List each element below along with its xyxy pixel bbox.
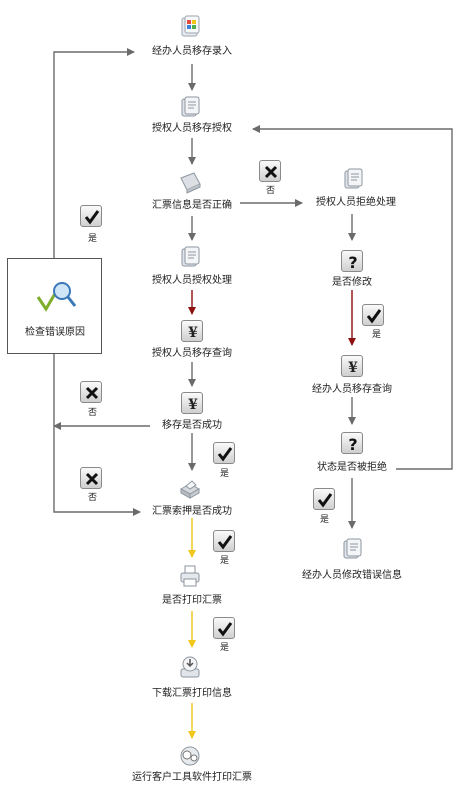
side-label: 检查错误原因 <box>25 327 85 338</box>
document-stack-icon <box>341 167 365 191</box>
n5-label: 授权人员移存查询 <box>152 348 232 359</box>
check-error-box: 检查错误原因 <box>7 258 102 354</box>
r4-label: 状态是否被拒绝 <box>317 462 387 473</box>
document-stack-icon <box>340 537 364 561</box>
document-stack-icon <box>178 15 202 39</box>
magnifier-check-icon <box>36 282 77 312</box>
r3-label: 经办人员移存查询 <box>312 384 392 395</box>
yes-label: 是 <box>220 643 230 653</box>
yen-icon: ¥ <box>181 392 203 414</box>
svg-text:¥: ¥ <box>348 360 358 376</box>
yes-label: 是 <box>88 234 98 244</box>
arrow-r4-n2 <box>252 125 453 470</box>
check-icon <box>80 205 102 227</box>
yes-label: 是 <box>220 469 230 479</box>
arrow-side-n1 <box>53 48 135 258</box>
n2-label: 授权人员移存授权 <box>152 123 232 134</box>
yes-label: 是 <box>372 330 382 340</box>
n9-label: 下载汇票打印信息 <box>152 688 232 699</box>
svg-text:¥: ¥ <box>188 325 198 341</box>
document-stack-icon <box>178 95 202 119</box>
gear-tool-icon <box>178 744 202 768</box>
check-icon <box>213 442 235 464</box>
question-icon: ? <box>341 250 363 272</box>
printer-icon <box>178 564 202 588</box>
cross-icon <box>80 467 102 489</box>
check-icon <box>213 530 235 552</box>
svg-text:?: ? <box>348 253 357 272</box>
n3-label: 汇票信息是否正确 <box>152 200 232 211</box>
yen-icon: ¥ <box>181 320 203 342</box>
no-label: 否 <box>88 408 98 418</box>
check-icon <box>213 617 235 639</box>
cross-icon <box>259 160 281 182</box>
check-icon <box>313 488 335 510</box>
svg-text:¥: ¥ <box>188 397 198 413</box>
printer-stack-icon <box>178 477 202 501</box>
n7-label: 汇票索押是否成功 <box>152 506 232 517</box>
n6-label: 移存是否成功 <box>162 420 222 431</box>
no-label: 否 <box>88 493 98 503</box>
question-icon: ? <box>341 432 363 454</box>
yes-label: 是 <box>320 515 330 525</box>
check-icon <box>362 304 384 326</box>
svg-text:?: ? <box>348 435 357 454</box>
yes-label: 是 <box>220 556 230 566</box>
document-stack-icon <box>178 245 202 269</box>
yen-icon: ¥ <box>341 355 363 377</box>
folded-paper-icon <box>178 170 202 194</box>
r5-label: 经办人员修改错误信息 <box>302 570 402 581</box>
n10-label: 运行客户工具软件打印汇票 <box>132 772 252 783</box>
n8-label: 是否打印汇票 <box>162 595 222 606</box>
download-globe-icon <box>178 655 202 679</box>
arrow-side-n7 <box>53 354 141 516</box>
r1-label: 授权人员拒绝处理 <box>316 197 396 208</box>
no-label: 否 <box>266 186 276 196</box>
n4-label: 授权人员授权处理 <box>152 275 232 286</box>
r2-label: 是否修改 <box>332 277 372 288</box>
n1-label: 经办人员移存录入 <box>152 46 232 57</box>
cross-icon <box>80 381 102 403</box>
